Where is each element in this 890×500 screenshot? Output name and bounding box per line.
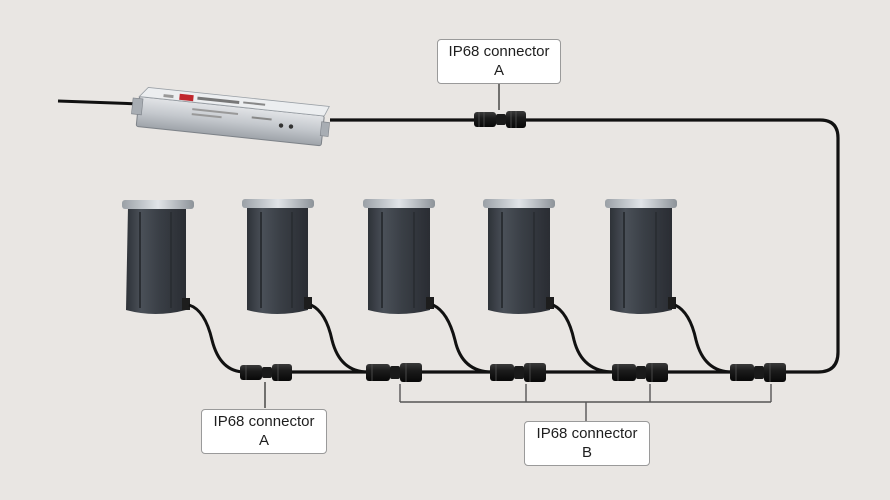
connector-b-3 bbox=[612, 363, 668, 382]
callout-line2: B bbox=[581, 444, 592, 461]
callout-line1: IP68 connector bbox=[448, 43, 550, 60]
inground-light-icon bbox=[363, 199, 435, 314]
callout-line1: IP68 connector bbox=[213, 413, 315, 430]
callout-connector-a-top: IP68 connector A bbox=[437, 39, 561, 84]
input-cable bbox=[57, 99, 141, 106]
connector-bottom-a bbox=[240, 364, 292, 381]
light-1-cable bbox=[188, 303, 246, 374]
inground-light-icon bbox=[122, 200, 194, 314]
light-5-cable bbox=[674, 303, 733, 374]
connector-b-1 bbox=[366, 363, 422, 382]
connector-b-bracket bbox=[399, 384, 772, 421]
callout-line2: A bbox=[258, 432, 269, 449]
light-3-cable bbox=[432, 303, 493, 374]
connector-b-2 bbox=[490, 363, 546, 382]
connector-top-a bbox=[474, 111, 526, 128]
inground-light-icon bbox=[242, 199, 314, 314]
inground-light-icon bbox=[483, 199, 555, 314]
light-2-cable bbox=[310, 303, 369, 374]
callout-line1: IP68 connector bbox=[536, 425, 638, 442]
light-4-cable bbox=[552, 303, 615, 374]
inground-light-icon bbox=[605, 199, 677, 314]
callout-connector-b: IP68 connector B bbox=[524, 421, 650, 466]
callout-connector-a-bottom: IP68 connector A bbox=[201, 409, 327, 454]
callout-line2: A bbox=[493, 62, 504, 79]
main-cable bbox=[240, 118, 840, 374]
led-driver-icon bbox=[131, 87, 330, 147]
connector-b-4 bbox=[730, 363, 786, 382]
